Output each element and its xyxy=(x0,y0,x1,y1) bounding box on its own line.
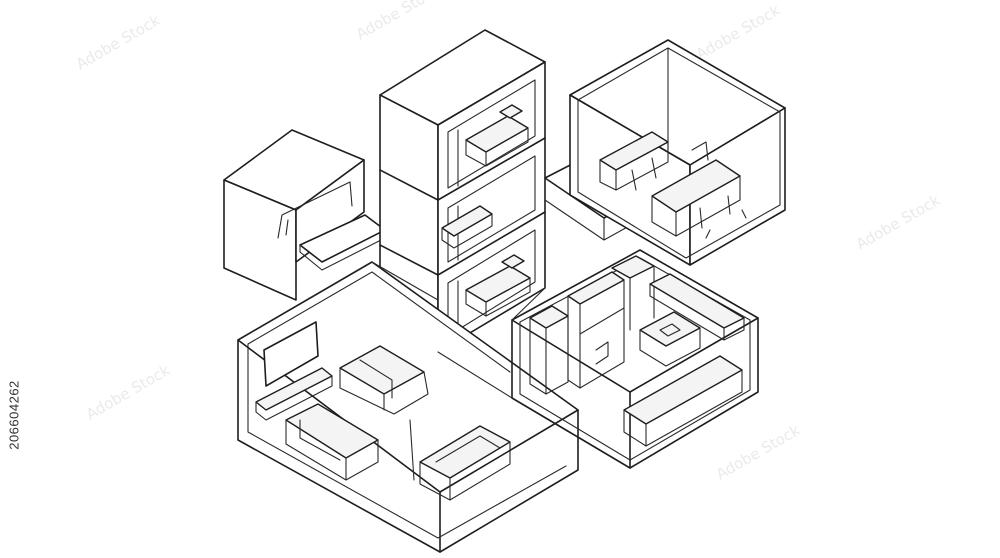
kitchen-sink xyxy=(639,311,701,367)
bed-upper xyxy=(465,104,529,167)
tv-screen xyxy=(263,321,319,387)
stock-id-text: 206604262 xyxy=(6,380,22,450)
office-desks xyxy=(599,131,747,239)
kitchen-counter-side xyxy=(649,273,745,341)
tv-console xyxy=(255,367,333,421)
watermark-text: Adobe Stock xyxy=(353,0,443,43)
watermark-text: Adobe Stock xyxy=(853,191,943,254)
kitchen-island xyxy=(623,355,743,447)
bed-middle xyxy=(441,205,493,249)
watermark-text: Adobe Stock xyxy=(713,421,803,484)
sofa-left xyxy=(285,403,379,481)
stock-id-label: 206604262 xyxy=(2,300,26,530)
sofa-back xyxy=(339,345,429,415)
watermark-text: Adobe Stock xyxy=(83,361,173,424)
connector-middle xyxy=(371,261,546,399)
sofa-right xyxy=(419,425,511,501)
bedroom-tower xyxy=(379,29,546,353)
watermark-text: Adobe Stock xyxy=(73,11,163,74)
kitchen-column xyxy=(611,255,655,331)
office-room xyxy=(569,39,786,266)
bed-lower xyxy=(465,254,531,317)
kitchen-counter-back xyxy=(567,271,625,389)
watermark-text: Adobe Stock xyxy=(693,1,783,64)
garage-box xyxy=(223,129,365,301)
